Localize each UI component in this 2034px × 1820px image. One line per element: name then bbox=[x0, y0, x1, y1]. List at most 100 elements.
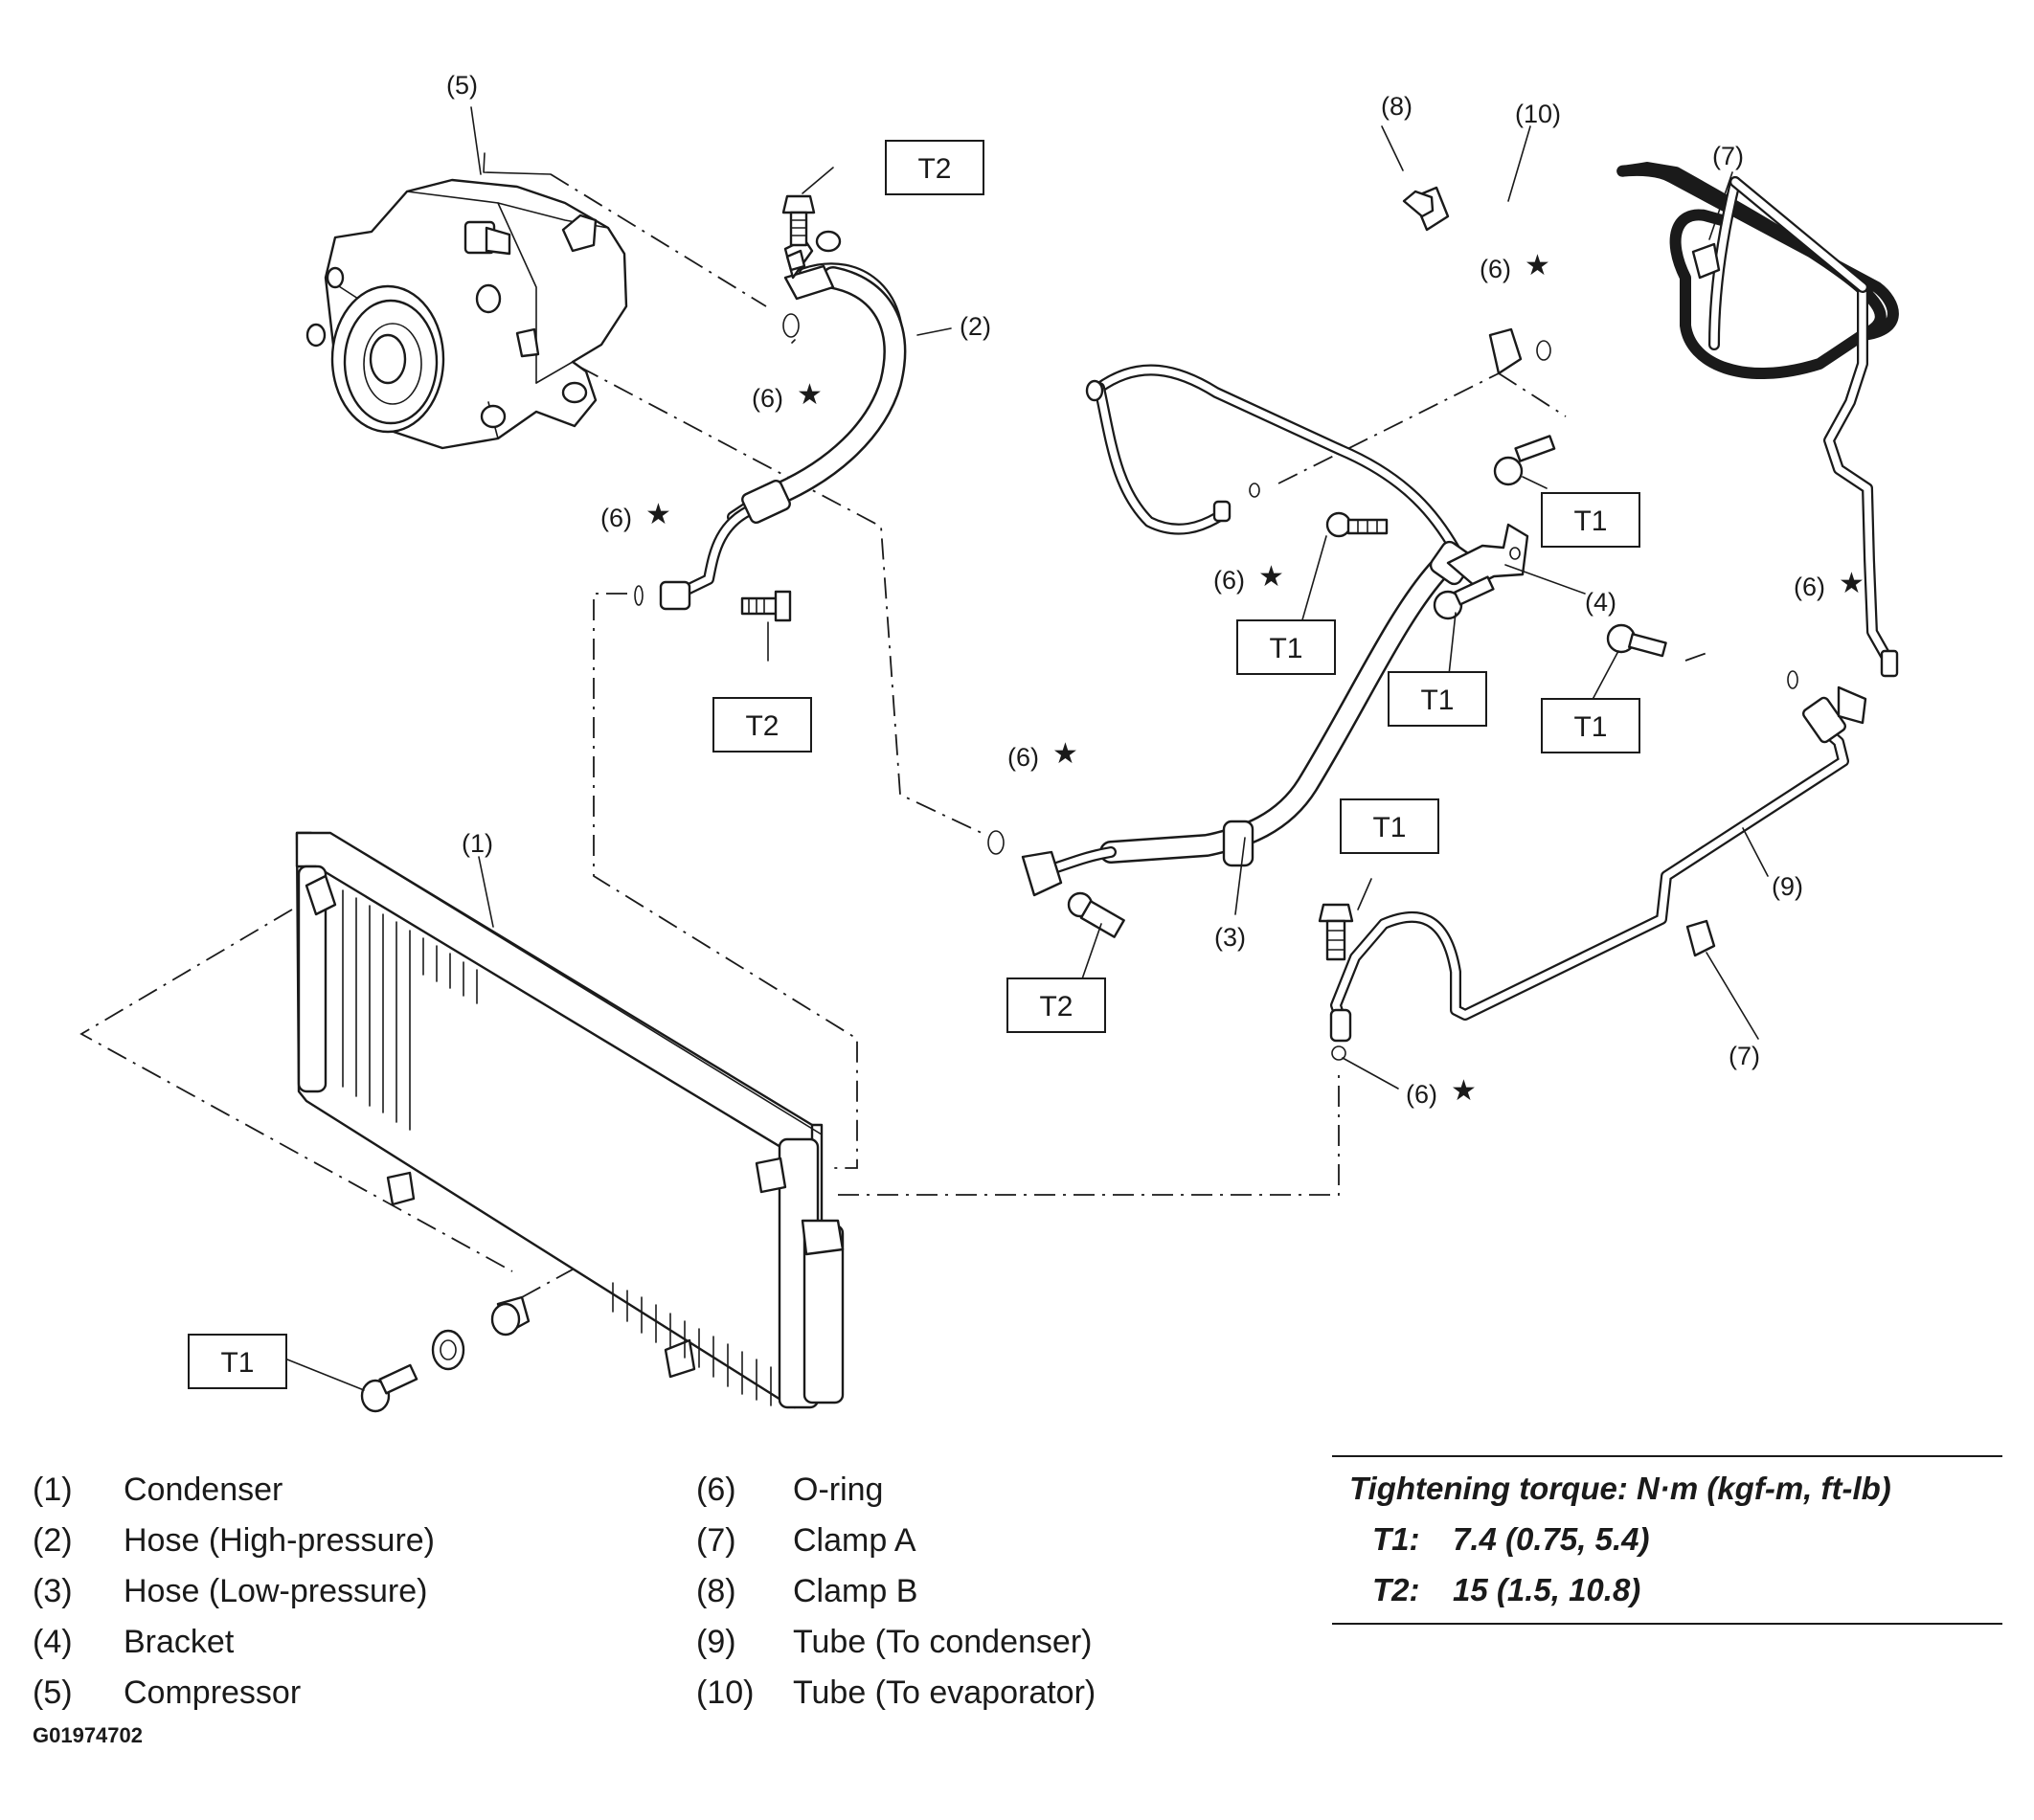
legend-label: Compressor bbox=[124, 1674, 302, 1711]
torque-label: T2: bbox=[1372, 1572, 1420, 1607]
callout-6: (6) bbox=[752, 384, 783, 413]
svg-text:T2: T2 bbox=[1039, 991, 1073, 1022]
callout-9: (9) bbox=[1772, 872, 1803, 901]
svg-text:T1: T1 bbox=[220, 1347, 254, 1379]
parts-legend-left: (1) Condenser (2) Hose (High-pressure) (3)… bbox=[33, 1465, 435, 1719]
low-pressure-hose bbox=[1021, 364, 1475, 897]
legend-number: (2) bbox=[33, 1522, 73, 1559]
clamp-b bbox=[1402, 190, 1435, 218]
compressor-drawing bbox=[305, 152, 628, 450]
clamp-a-top bbox=[1691, 242, 1721, 280]
condenser-bolt bbox=[360, 1363, 418, 1413]
high-pressure-hose bbox=[659, 230, 907, 611]
torque-box-t2-compressor: T2 bbox=[885, 140, 984, 195]
leader-lines bbox=[286, 106, 1769, 1391]
torque-value: 7.4 (0.75, 5.4) bbox=[1453, 1521, 1650, 1557]
legend-number: (8) bbox=[696, 1573, 736, 1609]
condenser-drawing bbox=[295, 831, 845, 1409]
legend-item: (1) Condenser bbox=[33, 1465, 435, 1516]
legend-item: (3) Hose (Low-pressure) bbox=[33, 1566, 435, 1617]
o-rings bbox=[634, 313, 1798, 1061]
clamp-a-bottom bbox=[1685, 919, 1716, 957]
star-mark: ★ bbox=[1525, 249, 1550, 282]
callout-6: (6) bbox=[1794, 573, 1825, 601]
legend-number: (6) bbox=[696, 1472, 736, 1508]
star-mark: ★ bbox=[645, 498, 671, 531]
callout-4: (4) bbox=[1585, 588, 1616, 617]
callout-8: (8) bbox=[1381, 92, 1412, 121]
bolt-bracket-2 bbox=[1433, 575, 1495, 620]
callout-6: (6) bbox=[600, 504, 632, 532]
condenser-grommet bbox=[431, 1329, 465, 1371]
legend-number: (7) bbox=[696, 1522, 736, 1559]
figure-code: G01974702 bbox=[33, 1723, 143, 1747]
legend-number: (9) bbox=[696, 1624, 736, 1660]
callout-6: (6) bbox=[1480, 255, 1511, 283]
legend-item: (5)Compressor bbox=[33, 1668, 435, 1719]
legend-number: (3) bbox=[33, 1573, 73, 1609]
callout-labels: (5) (2) (6) ★ (6) ★ (8) (10) (7) (6) ★ (… bbox=[446, 71, 1864, 1109]
condenser-cushion bbox=[490, 1295, 531, 1337]
callout-7: (7) bbox=[1712, 142, 1744, 170]
legend-number: (10) bbox=[696, 1674, 755, 1711]
legend-label: Hose (Low-pressure) bbox=[124, 1573, 428, 1609]
legend-item: (2) Hose (High-pressure) bbox=[33, 1516, 435, 1566]
legend-number: (1) bbox=[33, 1472, 73, 1508]
legend-item: (4)Bracket bbox=[33, 1617, 435, 1668]
callout-7: (7) bbox=[1729, 1042, 1760, 1070]
torque-box-t1-bracket-left: T1 bbox=[1236, 619, 1336, 675]
callout-6: (6) bbox=[1213, 566, 1245, 595]
callout-3: (3) bbox=[1214, 923, 1246, 952]
star-mark: ★ bbox=[1451, 1074, 1477, 1108]
star-mark: ★ bbox=[797, 378, 823, 412]
torque-box-t2-lowhose: T2 bbox=[1006, 977, 1106, 1033]
legend-item: (10) Tube (To evaporator) bbox=[696, 1668, 1096, 1719]
legend-label: Condenser bbox=[124, 1472, 283, 1508]
legend-label: Bracket bbox=[124, 1624, 235, 1660]
callout-5: (5) bbox=[446, 71, 478, 100]
legend-label: Clamp B bbox=[793, 1573, 918, 1609]
torque-row-t1: T1: 7.4 (0.75, 5.4) bbox=[1349, 1514, 2002, 1564]
torque-value: 15 (1.5, 10.8) bbox=[1453, 1572, 1641, 1607]
bolt-tube10 bbox=[1606, 623, 1667, 658]
tightening-torque-table: Tightening torque: N·m (kgf-m, ft-lb) T1… bbox=[1332, 1455, 2002, 1625]
torque-box-t1-clampb: T1 bbox=[1541, 492, 1640, 548]
legend-label: O-ring bbox=[793, 1472, 884, 1508]
legend-item: (6) O-ring bbox=[696, 1465, 1096, 1516]
tube-to-evaporator bbox=[1412, 162, 1899, 678]
callout-10: (10) bbox=[1515, 100, 1561, 128]
torque-label: T1: bbox=[1372, 1521, 1420, 1557]
callout-1: (1) bbox=[462, 829, 493, 858]
legend-label: Hose (High-pressure) bbox=[124, 1522, 435, 1559]
torque-box-t1-tube10: T1 bbox=[1541, 698, 1640, 753]
torque-box-t2-hose: T2 bbox=[712, 697, 812, 753]
bolt-tube9 bbox=[1318, 903, 1354, 961]
svg-text:T1: T1 bbox=[1372, 812, 1406, 843]
svg-text:T1: T1 bbox=[1573, 506, 1607, 537]
torque-box-t1-tube9: T1 bbox=[1340, 798, 1439, 854]
bolt-bracket-1 bbox=[1325, 511, 1389, 538]
star-mark: ★ bbox=[1258, 560, 1284, 594]
legend-label: Clamp A bbox=[793, 1522, 916, 1559]
torque-table-title: Tightening torque: N·m (kgf-m, ft-lb) bbox=[1349, 1471, 1891, 1506]
star-mark: ★ bbox=[1052, 737, 1078, 771]
bolt-hose2-top bbox=[781, 194, 816, 247]
svg-text:T1: T1 bbox=[1573, 711, 1607, 743]
callout-2: (2) bbox=[960, 312, 991, 341]
svg-text:T1: T1 bbox=[1269, 633, 1302, 664]
legend-item: (8) Clamp B bbox=[696, 1566, 1096, 1617]
tube-to-condenser bbox=[1329, 685, 1867, 1043]
torque-box-t1-bracket: T1 bbox=[1388, 671, 1487, 727]
legend-label: Tube (To evaporator) bbox=[793, 1674, 1096, 1711]
callout-6: (6) bbox=[1406, 1080, 1437, 1109]
bolt-clampb bbox=[1493, 435, 1556, 486]
torque-row-t2: T2: 15 (1.5, 10.8) bbox=[1349, 1564, 2002, 1615]
torque-box-t1-condenser: T1 bbox=[188, 1334, 287, 1389]
bolt-hose3-bottom bbox=[1067, 891, 1125, 938]
legend-label: Tube (To condenser) bbox=[793, 1624, 1093, 1660]
legend-item: (9) Tube (To condenser) bbox=[696, 1617, 1096, 1668]
assembly-dashed-lines bbox=[79, 173, 1713, 1298]
parts-legend-right: (6) O-ring (7) Clamp A (8) Clamp B (9) Tube … bbox=[696, 1465, 1096, 1719]
